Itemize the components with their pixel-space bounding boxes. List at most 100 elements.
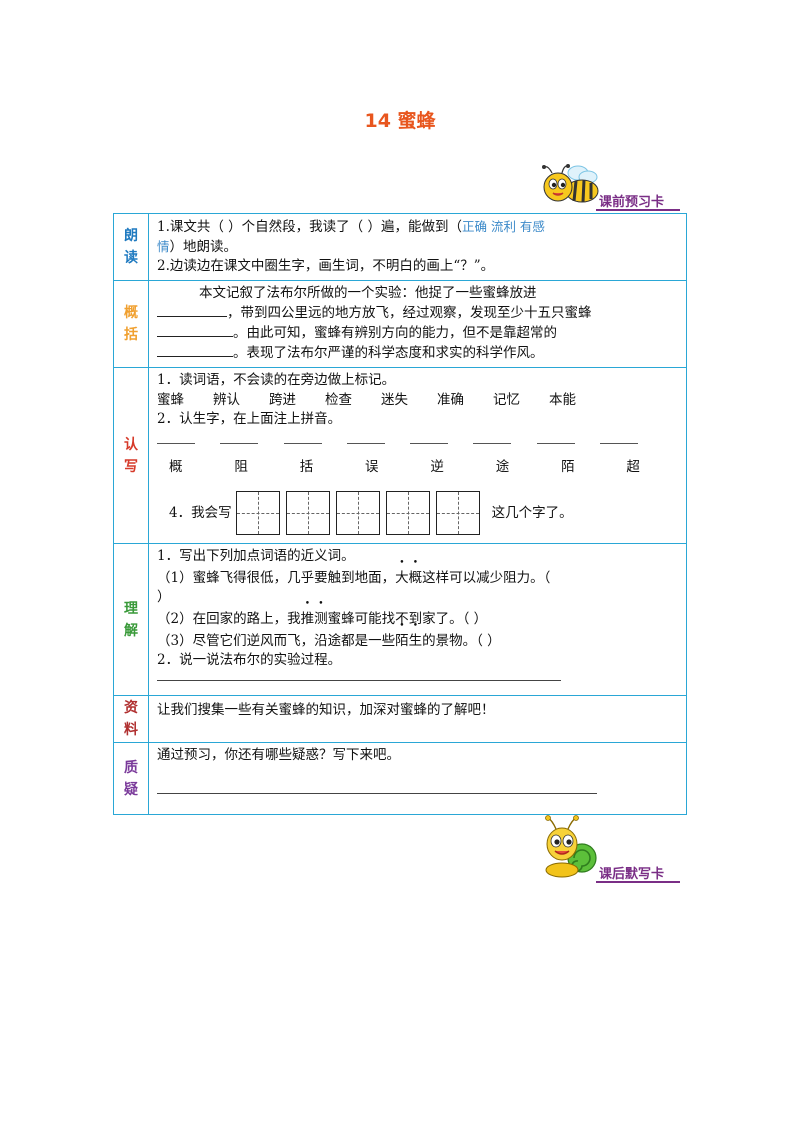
tianzige-box[interactable] [435,491,480,535]
badge-after-class: 课后默写卡 [599,867,665,882]
dotted-char: 陌 [395,633,409,649]
pinyin-blank[interactable] [283,437,322,444]
pinyin-blank[interactable] [536,437,575,444]
row-zhiyi: 质 疑 通过预习，你还有哪些疑惑？写下来吧。 [113,742,687,815]
text: 蜜蜂可能找不到家了。（ ） [327,611,488,627]
character: 阻 [234,459,248,475]
lijie-q1: 1．写出下列加点词语的近义词。 [157,548,355,564]
lijie-s3: （3）尽管它们逆风而飞，沿途都是一些陌生的景物。（ ） [157,632,678,651]
pinyin-blank[interactable] [599,437,638,444]
word: 迷失 [381,392,408,408]
character: 概 [169,459,183,475]
bee-mascot-icon [542,164,599,203]
row-langdu: 朗 读 1.课文共（ ）个自然段，我读了（ ）遍，能做到（正确 流利 有感 情）… [113,213,687,281]
reading-options: 正确 流利 有感 [461,219,545,234]
content-gaikuo: 本文记叙了法布尔所做的一个实验：他捉了一些蜜蜂放进 ，带到四公里远的地方放飞，经… [148,280,687,368]
label-char: 概 [124,305,138,321]
renxie-q2: 2．认生字，在上面注上拼音。 [157,411,342,427]
dotted-char: 大 [395,570,409,586]
tianzige-box[interactable] [235,491,280,535]
label-char: 朗 [124,228,138,244]
renxie-q1: 1．读词语，不会读的在旁边做上标记。 [157,372,396,388]
label-char: 解 [124,622,138,639]
dotted-char: 生 [409,633,423,649]
content-renxie: 1．读词语，不会读的在旁边做上标记。 蜜蜂 辨认 跨进 检查 迷失 准确 记忆 … [148,367,687,544]
pinyin-blank[interactable] [410,437,449,444]
text: 这样可以减少阻力。（ [422,570,551,586]
ziliao-text: 让我们搜集一些有关蜜蜂的知识，加深对蜜蜂的了解吧！ [157,702,495,718]
content-lijie: 1．写出下列加点词语的近义词。 （1）蜜蜂飞得很低，几乎要触到地面，大概这样可以… [148,543,687,696]
page-title: 14 蜜蜂 [364,110,436,132]
zhiyi-text: 通过预习，你还有哪些疑惑？写下来吧。 [157,747,400,763]
preview-card-table: 朗 读 1.课文共（ ）个自然段，我读了（ ）遍，能做到（正确 流利 有感 情）… [113,213,687,815]
label-zhiyi: 质 疑 [113,742,149,815]
label-ziliao: 资 料 [113,695,149,743]
word: 跨进 [269,392,296,408]
langdu-line2: 情）地朗读。 [157,237,678,257]
label-char: 料 [124,722,138,738]
character: 括 [299,459,314,475]
label-char: 认 [124,436,138,453]
fill-blank[interactable] [157,323,233,337]
tianzige-box[interactable] [385,491,430,535]
label-char: 疑 [124,781,138,798]
text: ，带到四公里远的地方放飞，经过观察，发现至少十五只蜜蜂 [227,305,592,321]
word: 检查 [325,392,352,408]
label-char: 理 [124,600,138,617]
fill-blank[interactable] [157,343,233,357]
dotted-char: 概 [409,570,423,586]
gaikuo-line3: 。由此可知，蜜蜂有辨别方向的能力，但不是靠超常的 [157,323,678,343]
tianzige-box[interactable] [285,491,330,535]
text: 。表现了法布尔严谨的科学态度和求实的科学作风。 [233,345,544,361]
text: （2）在回家的路上，我 [157,611,301,627]
content-zhiyi: 通过预习，你还有哪些疑惑？写下来吧。 [148,742,687,815]
character: 超 [626,459,640,475]
q4-suffix: 这几个字了。 [491,504,573,521]
character: 陌 [561,459,575,475]
lijie-s2: （2）在回家的路上，我推测蜜蜂可能找不到家了。（ ） [157,610,678,629]
label-renxie: 认 写 [113,367,149,544]
reading-options-cont: 情 [157,239,170,254]
word: 蜜蜂 [157,392,184,408]
gaikuo-line2: ，带到四公里远的地方放飞，经过观察，发现至少十五只蜜蜂 [157,303,678,323]
pinyin-lines [157,437,678,444]
character: 逆 [430,459,444,475]
word: 本能 [549,392,576,408]
gaikuo-line1: 本文记叙了法布尔所做的一个实验：他捉了一些蜜蜂放进 [199,285,537,301]
dotted-char: 推 [301,611,315,627]
row-lijie: 理 解 1．写出下列加点词语的近义词。 （1）蜜蜂飞得很低，几乎要触到地面，大概… [113,543,687,696]
lijie-s1: （1）蜜蜂飞得很低，几乎要触到地面，大概这样可以减少阻力。（ [157,569,678,588]
q4-prefix: 4．我会写 [169,504,232,521]
row-ziliao: 资 料 让我们搜集一些有关蜜蜂的知识，加深对蜜蜂的了解吧！ [113,695,687,743]
content-ziliao: 让我们搜集一些有关蜜蜂的知识，加深对蜜蜂的了解吧！ [148,695,687,743]
answer-line[interactable] [157,783,597,794]
word: 准确 [437,392,464,408]
label-langdu: 朗 读 [113,213,149,281]
label-lijie: 理 解 [113,543,149,696]
gaikuo-line4: 。表现了法布尔严谨的科学态度和求实的科学作风。 [157,343,678,363]
pinyin-blank[interactable] [473,437,512,444]
word: 辨认 [213,392,240,408]
lijie-q2: 2．说一说法布尔的实验过程。 [157,652,342,668]
answer-line[interactable] [157,670,561,681]
fill-blank[interactable] [157,303,227,317]
pinyin-blank[interactable] [157,437,195,444]
character: 途 [495,459,510,475]
badge-before-class: 课前预习卡 [599,195,665,210]
pinyin-blank[interactable] [346,437,385,444]
text: （1）蜜蜂飞得很低，几乎要触到地面， [157,570,396,586]
text: 。由此可知，蜜蜂有辨别方向的能力，但不是靠超常的 [233,325,557,341]
label-char: 读 [124,250,138,266]
snail-mascot-icon [545,815,597,878]
pinyin-blank[interactable] [220,437,259,444]
dotted-char: 测 [314,611,328,627]
word-list: 蜜蜂 辨认 跨进 检查 迷失 准确 记忆 本能 [157,391,678,410]
write-row: 4．我会写 这几个字了。 [157,491,678,535]
word: 记忆 [493,392,520,408]
tianzige-box[interactable] [335,491,380,535]
label-char: 写 [124,458,138,475]
badge-underline [596,881,680,883]
character: 误 [365,459,379,475]
text: （3）尽管它们逆风而飞，沿途都是一些 [157,633,396,649]
new-characters: 概 阻 括 误 逆 途 陌 超 [157,458,678,477]
